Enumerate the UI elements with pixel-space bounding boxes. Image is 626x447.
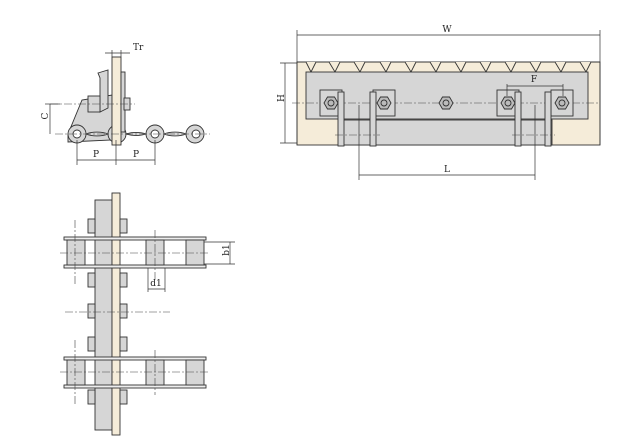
dim-label-c: C: [41, 112, 51, 119]
slat-teeth: [297, 61, 600, 74]
dim-label-h: H: [277, 94, 287, 102]
chain-links-front: [335, 91, 555, 147]
bolts: [87, 218, 128, 405]
dim-label-tr: Tr: [133, 43, 144, 53]
dim-label-d1: d1: [150, 279, 162, 289]
dim-label-w: W: [442, 25, 452, 35]
side-view: C Tr P P: [41, 43, 210, 165]
steel-bar: [305, 71, 589, 120]
dim-label-b1: b1: [222, 244, 232, 256]
dim-label-f: F: [531, 75, 537, 85]
dim-label-l: L: [444, 165, 450, 175]
plan-view: b1 d1: [60, 192, 235, 436]
bolt-nuts: [319, 89, 574, 117]
dim-label-p2: P: [133, 150, 139, 160]
front-view: W H F L: [277, 25, 601, 180]
chain-row-2: [60, 356, 210, 389]
chain-row-1: [60, 236, 210, 269]
wood-plate: [111, 56, 122, 146]
dim-label-p1: P: [93, 150, 99, 160]
